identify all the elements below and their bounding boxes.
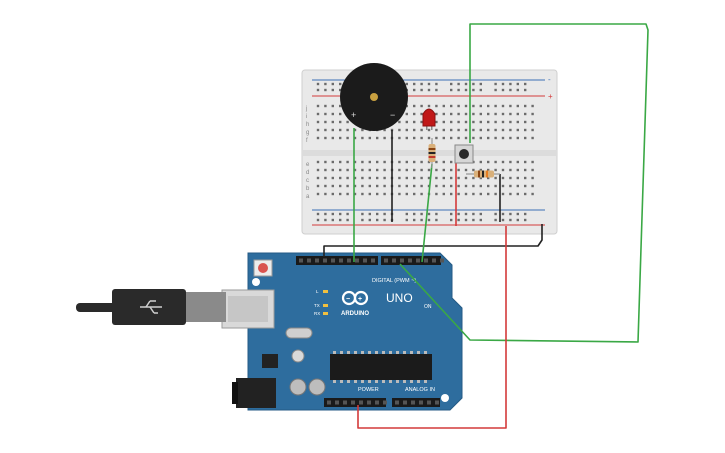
row-letter: b xyxy=(306,186,310,192)
arduino-uno[interactable]: − + ARDUINO UNO DIGITAL (PWM ~) POWER AN… xyxy=(221,252,463,411)
button-resistor[interactable] xyxy=(466,170,500,178)
usb-symbol-icon xyxy=(140,300,162,314)
led-label: L xyxy=(316,289,319,294)
buzzer-plus-label: + xyxy=(351,110,356,120)
breadboard-row-letters: j i h g f e d c b a + - xyxy=(305,75,553,200)
led-label: TX xyxy=(314,303,320,308)
power-label: POWER xyxy=(358,387,379,393)
row-letter: d xyxy=(306,170,309,176)
wire-button-loop xyxy=(399,23,649,343)
atmega-chip xyxy=(330,354,432,380)
analog-label: ANALOG IN xyxy=(405,387,435,393)
wire-5v xyxy=(357,226,507,429)
svg-text:+: + xyxy=(358,296,362,303)
usb-cable xyxy=(76,289,226,325)
wire-led-signal xyxy=(421,163,433,263)
buzzer-minus-label: − xyxy=(390,110,395,120)
board-model: UNO xyxy=(386,291,413,305)
rail-minus-label: - xyxy=(548,75,551,84)
piezo-buzzer[interactable]: + − xyxy=(340,63,408,131)
on-led-label: ON xyxy=(424,304,432,310)
row-letter: h xyxy=(306,122,309,128)
power-jack xyxy=(232,378,276,408)
rail-plus-label: + xyxy=(548,92,553,101)
status-leds: L TX RX xyxy=(314,289,328,316)
red-led[interactable] xyxy=(422,108,436,130)
reset-button[interactable] xyxy=(253,259,273,277)
push-button[interactable] xyxy=(454,144,474,164)
digital-label: DIGITAL (PWM ~) xyxy=(372,278,416,284)
voltage-regulator xyxy=(262,354,278,368)
svg-text:−: − xyxy=(346,296,350,303)
capacitors xyxy=(289,349,326,396)
wire-gnd-arduino xyxy=(323,224,543,257)
chip-pins xyxy=(333,351,427,383)
analog-header-block xyxy=(392,398,440,407)
header-pins xyxy=(299,258,444,405)
arduino-brand: ARDUINO xyxy=(341,311,369,317)
arduino-logo: − + xyxy=(341,290,369,306)
row-letter: g xyxy=(306,130,309,136)
row-letter: c xyxy=(306,178,309,184)
led-resistor[interactable] xyxy=(428,138,436,168)
row-letter: f xyxy=(306,138,308,144)
row-letter: j xyxy=(305,106,307,112)
wires xyxy=(323,23,649,429)
row-letter: a xyxy=(306,194,310,200)
row-letter: i xyxy=(306,114,307,120)
usb-connector xyxy=(221,289,275,329)
crystal-oscillator xyxy=(285,327,313,339)
led-label: RX xyxy=(314,311,320,316)
row-letter: e xyxy=(306,162,310,168)
digital-header-block-1 xyxy=(296,256,378,265)
